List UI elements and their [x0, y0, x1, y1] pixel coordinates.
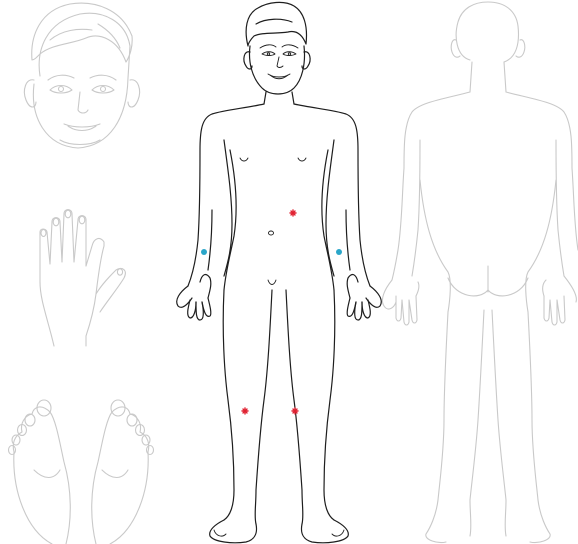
markers-layer: [201, 210, 342, 414]
marker-knee-right[interactable]: [242, 408, 248, 414]
marker-knee-left[interactable]: [292, 408, 298, 414]
marker-wrist-left[interactable]: [336, 249, 342, 255]
face-view[interactable]: [24, 3, 139, 148]
back-body-view[interactable]: [382, 2, 578, 543]
front-body-view[interactable]: [177, 2, 382, 542]
marker-wrist-right[interactable]: [201, 249, 207, 255]
feet-view[interactable]: [9, 400, 154, 544]
marker-abdomen-left[interactable]: [290, 210, 296, 216]
hand-view[interactable]: [40, 210, 125, 347]
